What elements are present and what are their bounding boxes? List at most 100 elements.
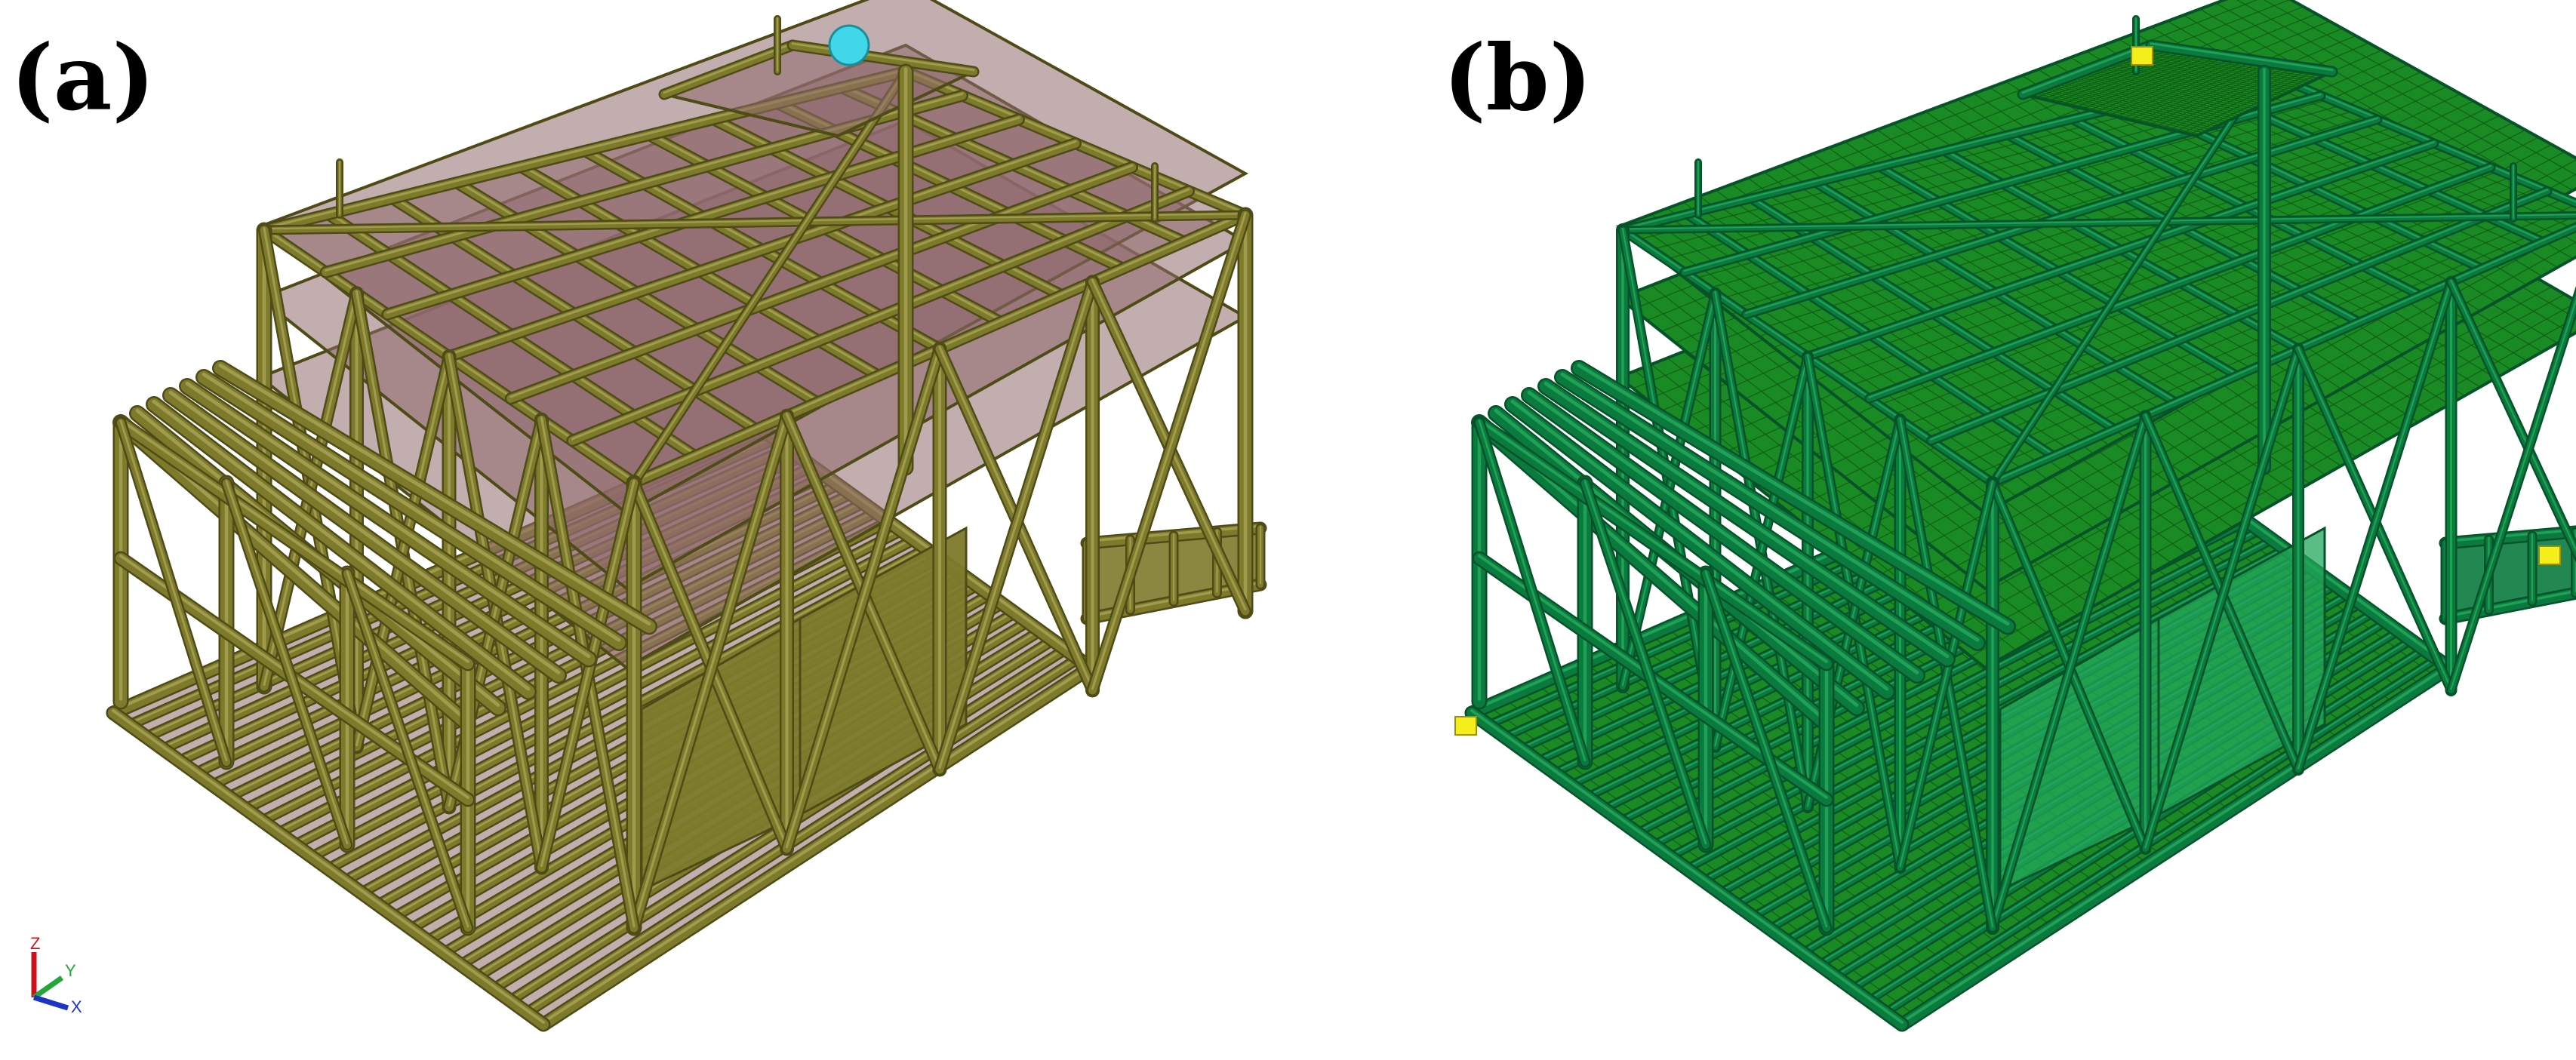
- roof-deck-beam-highlight: [1868, 164, 2492, 398]
- base-deck-edge-highlight: [1470, 708, 1904, 1024]
- triad-z-label: Z: [30, 934, 40, 953]
- pipe-rack-pipe: [114, 416, 475, 731]
- base-deck-beam-highlight: [310, 536, 916, 856]
- pipe-rack-pipe: [180, 379, 596, 666]
- front-x-brace-highlight: [2297, 279, 2452, 770]
- roof-extension-edge: [2147, 41, 2336, 75]
- pipe-rack-brace-highlight: [225, 480, 349, 845]
- roof-extension-edge-highlight: [2021, 42, 2153, 94]
- base-deck-beam-highlight: [294, 527, 903, 844]
- roof-deck-diagonal-brace-highlight: [632, 69, 907, 483]
- roof-extension-deck-mesh-line: [2169, 66, 2305, 131]
- roof-extension-edge-highlight: [663, 42, 794, 94]
- roof-extension-deck-mesh-line: [2055, 50, 2187, 103]
- roof-extension-edge: [2019, 41, 2155, 98]
- roof-extension-deck-mesh-line: [2076, 53, 2208, 108]
- base-deck-edge: [1897, 662, 2454, 1030]
- pipe-rack-brace-highlight: [1583, 480, 1707, 845]
- roof-extension-deck-mesh-line: [2129, 60, 2263, 121]
- panel-a-front-pipe-rack: [112, 360, 657, 936]
- support-marker: [1454, 716, 1477, 736]
- pipe-rack-brace-highlight: [1704, 570, 1828, 928]
- roof-deck-beam: [1866, 164, 2494, 402]
- pipe-rack-beam-highlight: [119, 418, 469, 663]
- pipe-rack-pipe: [1556, 370, 1984, 650]
- roof-deck-diagonal-brace-highlight: [1622, 214, 2576, 230]
- pipe-rack-pipe-highlight: [1543, 381, 1950, 659]
- side-x-brace-highlight: [355, 353, 451, 747]
- roof-deck-beam-highlight: [571, 188, 1190, 441]
- triad-y-axis: [32, 976, 64, 1000]
- base-deck-edge: [1467, 708, 1907, 1030]
- roof-extension-deck-mesh-line: [2096, 56, 2228, 112]
- roof-deck-beam-highlight: [1745, 117, 2379, 315]
- pipe-rack-pipe-highlight: [1510, 399, 1889, 691]
- front-x-brace-highlight: [785, 346, 941, 849]
- base-deck-edge: [108, 708, 549, 1030]
- pipe-rack-beam: [1474, 417, 1832, 669]
- roof-extension-deck-mesh-line: [2102, 57, 2236, 115]
- base-deck-beam-highlight: [1885, 656, 2438, 1012]
- roof-extension-deck-mesh-line: [2162, 66, 2298, 129]
- pipe-rack-pipe: [1522, 389, 1924, 682]
- front-x-brace-highlight: [2144, 346, 2300, 849]
- pipe-rack-pipe-highlight: [168, 390, 561, 674]
- pipe-rack-pipe: [164, 389, 565, 682]
- front-x-brace-highlight: [938, 278, 1094, 770]
- base-deck-beam: [308, 536, 918, 861]
- pipe-rack-pipe: [1572, 361, 2014, 633]
- pipe-rack-pipe-highlight: [152, 399, 531, 691]
- support-marker: [2131, 46, 2153, 66]
- pipe-rack-pipe: [147, 398, 535, 699]
- roof-deck-diagonal-brace: [261, 212, 1248, 233]
- roof-deck-beam: [1805, 140, 2437, 360]
- base-deck-beam: [1882, 656, 2439, 1015]
- roof-extension-deck-mesh-line: [2183, 69, 2319, 134]
- pipe-rack-brace-highlight: [346, 570, 469, 928]
- pipe-rack-pipe: [1473, 416, 1833, 731]
- roof-deck-beam: [506, 163, 1137, 403]
- front-x-brace-highlight: [1091, 212, 1247, 690]
- roof-deck-beam-highlight: [386, 116, 1020, 314]
- level-2-deck-mesh-line: [1942, 293, 2565, 635]
- roof-extension-deck-mesh-line: [2176, 68, 2312, 132]
- roof-deck-diagonal-brace: [1620, 213, 2576, 232]
- roof-extension-deck-mesh-line: [2142, 63, 2277, 124]
- pipe-rack-pipe: [1539, 379, 1954, 666]
- pipe-rack-pipe: [1506, 398, 1894, 699]
- roof-deck-beam: [445, 139, 1080, 361]
- base-deck-beam: [523, 654, 1082, 1017]
- roof-deck-beam: [568, 186, 1193, 445]
- pipe-rack-beam-highlight: [1478, 418, 1828, 663]
- triad-x-axis: [32, 994, 69, 1011]
- triad-y-label: Y: [65, 961, 76, 980]
- roof-extension-edge: [789, 41, 977, 75]
- support-marker: [2538, 545, 2561, 565]
- front-x-brace-highlight: [2450, 297, 2576, 690]
- roof-extension-edge-highlight: [791, 42, 975, 72]
- roof-extension-deck-mesh-line: [2136, 62, 2270, 122]
- roof-deck-diagonal-brace-highlight: [1992, 69, 2265, 483]
- triad-x-label: X: [71, 997, 82, 1016]
- pipe-rack-pipe-highlight: [185, 381, 591, 659]
- pipe-rack-pipe: [197, 370, 626, 650]
- side-x-brace-highlight: [1899, 481, 1994, 868]
- panel-b-front-pipe-rack: [1471, 360, 2016, 936]
- pipe-rack-beam: [115, 417, 473, 669]
- roof-deck-beam: [1743, 116, 2381, 318]
- roof-deck-beam-highlight: [448, 140, 1077, 356]
- base-deck-beam-highlight: [525, 656, 1079, 1012]
- roof-extension-deck-mesh-line: [2082, 54, 2214, 109]
- front-x-brace-highlight: [1991, 413, 2147, 928]
- roof-deck-beam-highlight: [1806, 141, 2436, 356]
- base-deck-beam: [291, 527, 906, 849]
- base-deck-beam-highlight: [1653, 528, 2261, 845]
- roof-deck-beam: [1928, 188, 2550, 444]
- front-x-brace-highlight: [632, 413, 789, 928]
- base-deck-beam: [1651, 527, 2263, 848]
- side-x-brace-highlight: [1714, 354, 1809, 747]
- base-deck-edge-highlight: [542, 663, 1092, 1024]
- panel-b-structure: (b): [1443, 0, 2576, 1032]
- roof-extension-deck-mesh-line: [2109, 57, 2242, 116]
- dome-marker: [828, 24, 870, 66]
